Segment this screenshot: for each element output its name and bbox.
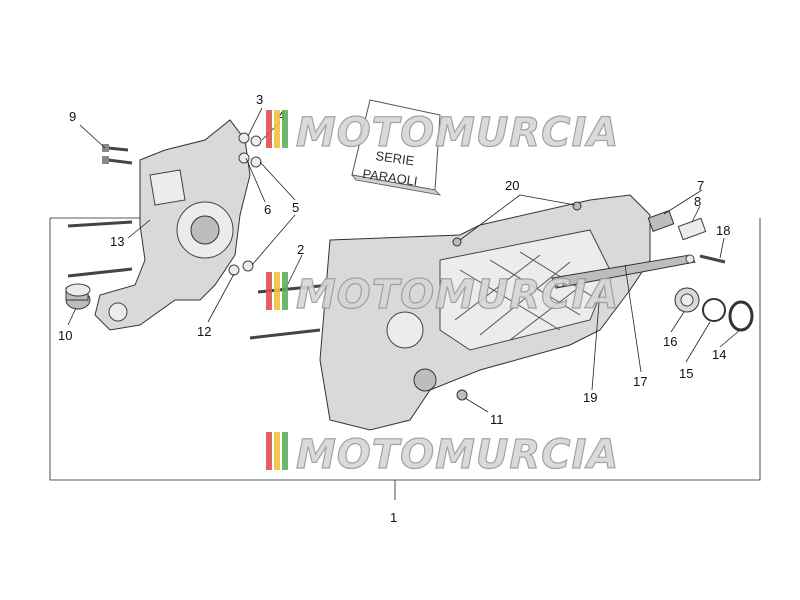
callout-7: 7 bbox=[697, 178, 704, 193]
screws-9 bbox=[102, 144, 133, 165]
watermark-top: MOTOMURCIA bbox=[266, 109, 619, 157]
bar-19 bbox=[551, 254, 696, 289]
callout-20: 20 bbox=[505, 178, 519, 193]
callout-17: 17 bbox=[633, 374, 647, 389]
callout-6: 6 bbox=[264, 202, 271, 217]
callout-8: 8 bbox=[694, 194, 701, 209]
callout-2: 2 bbox=[297, 242, 304, 257]
watermark-bar-yellow bbox=[274, 272, 280, 310]
callout-9: 9 bbox=[69, 109, 76, 124]
left-crankcase-cover bbox=[94, 119, 251, 331]
watermark-bar-red bbox=[266, 432, 272, 470]
seal-14 bbox=[728, 300, 754, 332]
callout-15: 15 bbox=[679, 366, 693, 381]
callout-13: 13 bbox=[110, 234, 124, 249]
bushing-7 bbox=[647, 210, 675, 232]
watermark-text: MOTOMURCIA bbox=[296, 110, 619, 156]
assembly-bracket bbox=[49, 217, 761, 500]
watermark-bar-yellow bbox=[274, 432, 280, 470]
watermark-text: MOTOMURCIA bbox=[296, 272, 619, 318]
callout-5: 5 bbox=[292, 200, 299, 215]
watermark-bar-green bbox=[282, 272, 288, 310]
callout-16: 16 bbox=[663, 334, 677, 349]
serie-paraoli-sign: SERIE PARAOLI bbox=[351, 99, 442, 196]
callout-10: 10 bbox=[58, 328, 72, 343]
sleeve-8 bbox=[677, 217, 707, 241]
callout-11: 11 bbox=[490, 412, 504, 427]
main-crankcase bbox=[319, 194, 651, 431]
bolt-18 bbox=[699, 254, 726, 264]
callout-12: 12 bbox=[197, 324, 211, 339]
watermark-text: MOTOMURCIA bbox=[296, 432, 619, 478]
washers-group bbox=[228, 132, 262, 276]
watermark-bar-yellow bbox=[274, 110, 280, 148]
callout-1: 1 bbox=[390, 510, 397, 525]
watermark-middle: MOTOMURCIA bbox=[266, 271, 619, 319]
dowels-20 bbox=[452, 201, 582, 247]
watermark-bottom: MOTOMURCIA bbox=[266, 431, 619, 479]
watermark-bar-green bbox=[282, 110, 288, 148]
left-studs bbox=[67, 220, 321, 340]
watermark-bar-green bbox=[282, 432, 288, 470]
sign-line1: SERIE bbox=[375, 148, 416, 168]
callout-3: 3 bbox=[256, 92, 263, 107]
callout-4: 4 bbox=[278, 108, 285, 123]
bushing-10 bbox=[65, 283, 91, 310]
bearing-16 bbox=[674, 287, 700, 313]
circlip-15 bbox=[702, 298, 726, 322]
callout-19: 19 bbox=[583, 390, 597, 405]
callout-18: 18 bbox=[716, 223, 730, 238]
callout-14: 14 bbox=[712, 347, 726, 362]
watermark-bar-red bbox=[266, 110, 272, 148]
watermark-bar-red bbox=[266, 272, 272, 310]
callout-numbers: 1 2 3 4 5 6 7 8 9 10 11 12 13 14 15 16 1… bbox=[58, 92, 730, 525]
